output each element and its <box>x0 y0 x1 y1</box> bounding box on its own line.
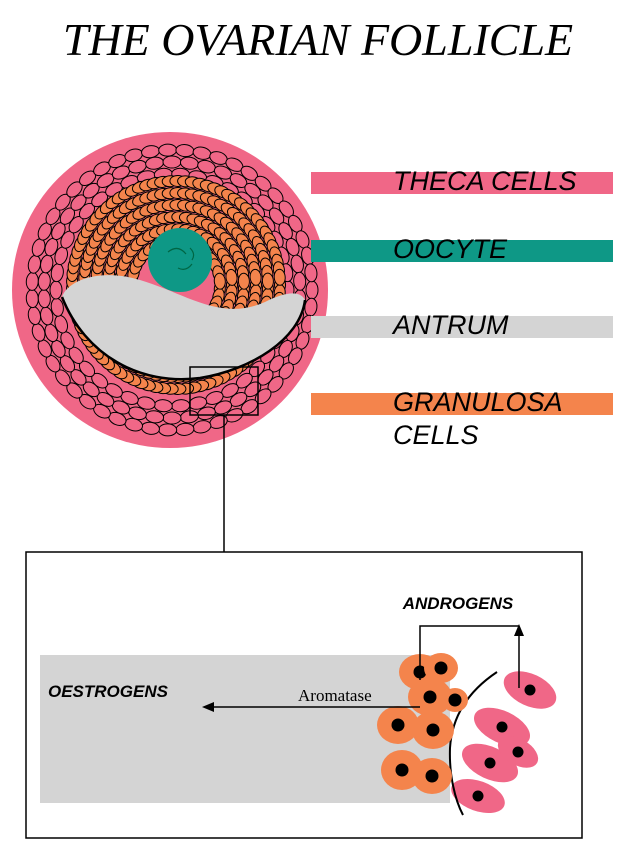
inset-theca-cell-nucleus <box>484 757 496 769</box>
granulosa-cell <box>237 272 250 290</box>
legend-bar-granulosa <box>311 393 613 415</box>
inset-granulosa-cell-nucleus <box>391 718 405 732</box>
androgens-label: ANDROGENS <box>402 594 514 613</box>
page-title: THE OVARIAN FOLLICLE <box>63 14 573 65</box>
granulosa-cell <box>261 272 274 290</box>
legend-label-granulosa-line2: CELLS <box>393 420 479 450</box>
basement-membrane <box>448 671 498 816</box>
inset-granulosa-cell-nucleus <box>395 763 409 777</box>
inset-theca-cells <box>451 671 557 814</box>
theca-cell <box>49 280 63 300</box>
inset-theca-cell-nucleus <box>512 746 524 758</box>
legend-label-granulosa: GRANULOSA <box>393 387 563 417</box>
granulosa-cell <box>225 268 238 286</box>
legend-bar-antrum <box>311 316 613 338</box>
theca-cell <box>158 143 178 157</box>
granulosa-cell <box>249 268 262 286</box>
androgen-path-line <box>419 625 519 680</box>
theca-cell <box>304 263 318 283</box>
follicle-illustration <box>12 132 328 552</box>
granulosa-cell <box>273 268 286 286</box>
legend: THECA CELLS OOCYTE ANTRUM GRANULOSA CELL… <box>311 166 613 450</box>
oestrogens-label: OESTROGENS <box>48 682 169 701</box>
antrum <box>62 275 305 380</box>
legend-bar-oocyte <box>311 240 613 262</box>
inset-granulosa-cell-nucleus <box>426 723 440 737</box>
legend-label-oocyte: OOCYTE <box>393 234 508 264</box>
legend-bar-theca <box>311 172 613 194</box>
legend-label-antrum: ANTRUM <box>391 310 509 340</box>
theca-cell <box>305 280 319 300</box>
inset-panel: ANDROGENS OESTROGENS Aromatase <box>25 551 583 839</box>
theca-cell <box>158 423 178 437</box>
antrum-outline <box>60 296 307 381</box>
oocyte-nucleus-detail <box>167 247 195 270</box>
inset-granulosa-cell-nucleus <box>423 690 437 704</box>
theca-cell <box>162 155 182 169</box>
theca-cell <box>293 271 307 291</box>
oestrogen-arrowhead <box>202 702 214 712</box>
granulosa-cell <box>213 272 226 290</box>
theca-cell <box>162 411 182 425</box>
aromatase-label: Aromatase <box>298 686 372 705</box>
inset-granulosa-cell-nucleus <box>448 693 462 707</box>
oocyte <box>148 228 212 292</box>
legend-label-theca: THECA CELLS <box>393 166 577 196</box>
inset-theca-cell-nucleus <box>524 684 536 696</box>
inset-granulosa-cell-nucleus <box>434 661 448 675</box>
inset-theca-cell-nucleus <box>472 790 484 802</box>
androgen-arrowhead <box>514 624 524 636</box>
inset-theca-cell-nucleus <box>496 721 508 733</box>
inset-granulosa-cell-nucleus <box>425 769 439 783</box>
